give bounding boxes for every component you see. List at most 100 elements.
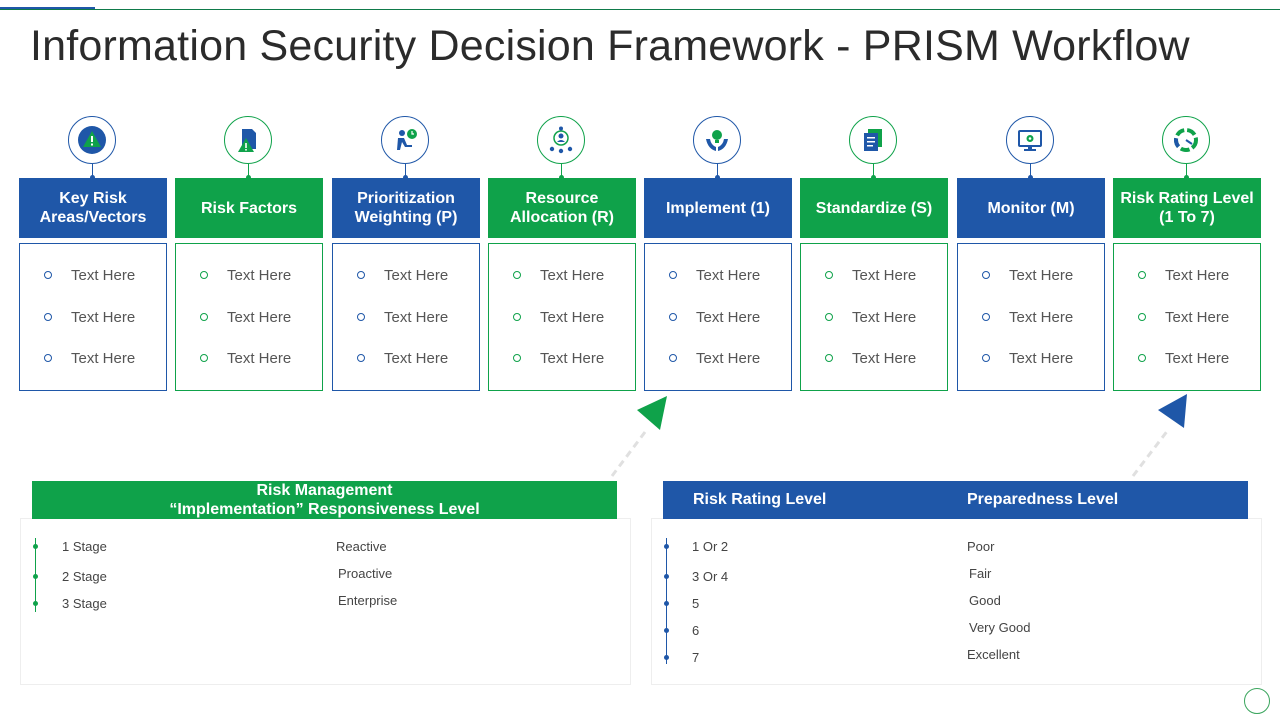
left-panel-heading-line2: “Implementation” Responsiveness Level (169, 501, 480, 518)
right-panel-body (651, 518, 1262, 685)
list-item-text: Text Here (696, 266, 761, 284)
list-item-text: Text Here (540, 266, 605, 284)
list-item-text: Text Here (1009, 349, 1074, 367)
column-header: Risk Rating Level (1 To 7) (1113, 178, 1261, 238)
circle-bullet-icon (825, 354, 833, 362)
circle-bullet-icon (669, 271, 677, 279)
stage-value: Reactive (336, 539, 387, 554)
rating-label: 7 (692, 650, 700, 665)
column-header: Key Risk Areas/Vectors (19, 178, 167, 238)
list-item-text: Text Here (540, 308, 605, 326)
gauge-icon (1162, 116, 1210, 164)
list-item-text: Text Here (71, 308, 136, 326)
stage-value: Enterprise (338, 593, 398, 608)
column-header: Implement (1) (644, 178, 792, 238)
column-header: Standardize (S) (800, 178, 948, 238)
icon-connector (405, 164, 406, 178)
list-item-text: Text Here (852, 308, 917, 326)
right-panel-heading-preparedness: Preparedness Level (967, 491, 1119, 508)
timeline-dot (664, 574, 669, 579)
preparedness-value: Excellent (967, 647, 1020, 662)
stage-label: 3 Stage (62, 596, 107, 611)
circle-bullet-icon (825, 271, 833, 279)
column-header: Monitor (M) (957, 178, 1105, 238)
icon-connector (1186, 164, 1187, 178)
circle-bullet-icon (1138, 354, 1146, 362)
circle-bullet-icon (357, 354, 365, 362)
right-panel-header: Risk Rating Level Preparedness Level (663, 481, 1248, 519)
circle-bullet-icon (982, 313, 990, 321)
right-panel-heading-rating: Risk Rating Level (693, 491, 827, 508)
icon-connector (561, 164, 562, 178)
list-item-text: Text Here (227, 266, 292, 284)
list-item-text: Text Here (227, 308, 292, 326)
list-item-text: Text Here (1165, 308, 1230, 326)
circle-bullet-icon (513, 271, 521, 279)
rating-label: 1 Or 2 (692, 539, 729, 554)
circle-bullet-icon (513, 313, 521, 321)
column-header: Risk Factors (175, 178, 323, 238)
circle-bullet-icon (44, 313, 52, 321)
connector-dot (403, 175, 408, 180)
corner-decoration (1244, 688, 1270, 714)
timeline-dot (664, 628, 669, 633)
connector-dot (715, 175, 720, 180)
circle-bullet-icon (669, 313, 677, 321)
left-panel-heading-line1: Risk Management (256, 482, 393, 499)
arrow-head-blue (1158, 394, 1187, 428)
rating-label: 3 Or 4 (692, 569, 729, 584)
timeline-dot (664, 544, 669, 549)
connector-dot (871, 175, 876, 180)
hands-bulb-icon (693, 116, 741, 164)
rating-label: 6 (692, 623, 700, 638)
left-panel-body (20, 518, 631, 685)
page-title: Information Security Decision Framework … (30, 22, 1190, 70)
circle-bullet-icon (825, 313, 833, 321)
arrow-head-green (637, 396, 667, 430)
icon-connector (717, 164, 718, 178)
icon-connector (248, 164, 249, 178)
circle-bullet-icon (513, 354, 521, 362)
person-clock-icon (381, 116, 429, 164)
documents-icon (849, 116, 897, 164)
circle-bullet-icon (669, 354, 677, 362)
timeline-dot (33, 601, 38, 606)
circle-bullet-icon (200, 354, 208, 362)
preparedness-value: Good (969, 593, 1001, 608)
preparedness-value: Very Good (969, 620, 1031, 635)
list-item-text: Text Here (696, 349, 761, 367)
list-item-text: Text Here (71, 349, 136, 367)
list-item-text: Text Here (384, 308, 449, 326)
monitor-gear-icon (1006, 116, 1054, 164)
stage-label: 2 Stage (62, 569, 107, 584)
circle-bullet-icon (44, 354, 52, 362)
column-header: Prioritization Weighting (P) (332, 178, 480, 238)
rating-label: 5 (692, 596, 700, 611)
connector-dot (90, 175, 95, 180)
list-item-text: Text Here (227, 349, 292, 367)
timeline-dot (664, 601, 669, 606)
icon-connector (92, 164, 93, 178)
connector-dot (1184, 175, 1189, 180)
stage-value: Proactive (338, 566, 393, 581)
circle-bullet-icon (357, 313, 365, 321)
timeline-dot (33, 574, 38, 579)
timeline-dot (664, 655, 669, 660)
list-item-text: Text Here (384, 266, 449, 284)
list-item-text: Text Here (696, 308, 761, 326)
timeline-dot (33, 544, 38, 549)
list-item-text: Text Here (1165, 349, 1230, 367)
